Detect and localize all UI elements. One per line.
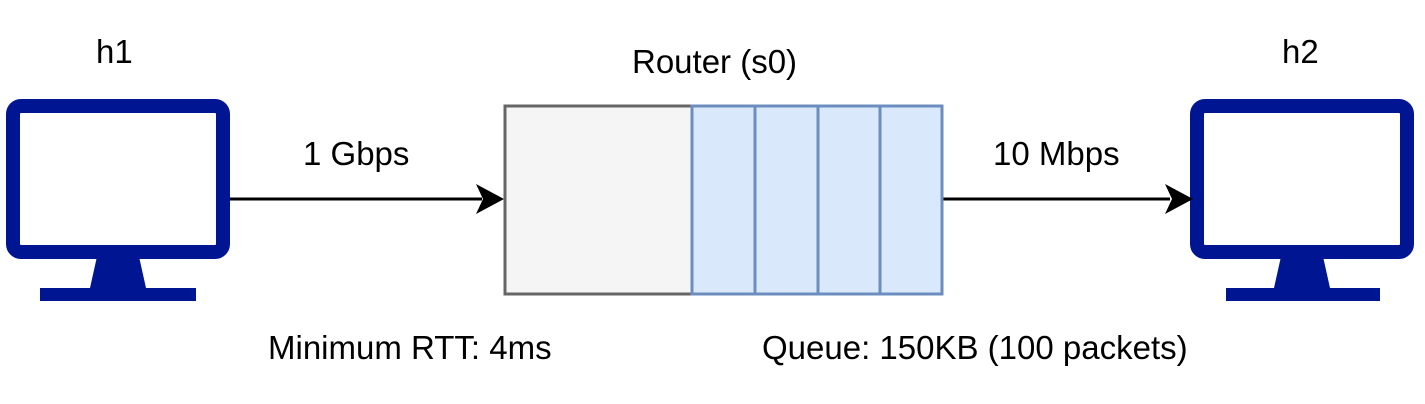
queue-slot (753, 104, 820, 296)
egress-link-arrow (942, 184, 1193, 214)
queue-capacity-label: Queue: 150KB (100 packets) (762, 329, 1188, 366)
ingress-link-arrow (230, 184, 504, 214)
host-h1-label: h1 (96, 33, 133, 70)
queue-slot (816, 104, 882, 296)
ingress-link-label: 1 Gbps (303, 135, 410, 172)
host-h2-label: h2 (1282, 33, 1319, 70)
egress-link-label: 10 Mbps (993, 135, 1120, 172)
router-label: Router (s0) (632, 43, 798, 80)
host-h1-monitor-icon (6, 99, 230, 301)
host-h2-monitor-icon (1190, 99, 1414, 301)
queue-slot (690, 104, 757, 296)
router-body (503, 104, 694, 296)
queue-slot (878, 104, 944, 296)
rtt-label: Minimum RTT: 4ms (268, 329, 552, 366)
router-queue (690, 104, 944, 296)
